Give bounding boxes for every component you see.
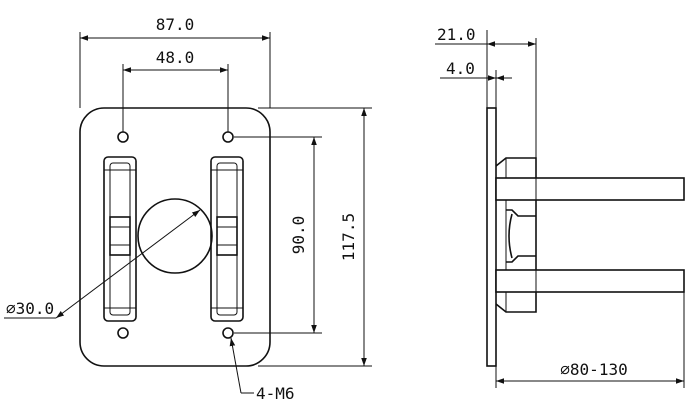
dim-plate-thickness-label: 4.0 — [446, 59, 475, 78]
right-slot — [210, 156, 244, 322]
center-hole — [137, 198, 213, 274]
dim-side-depth: 21.0 — [435, 25, 537, 158]
dim-hole-spacing-y-label: 90.0 — [289, 216, 308, 255]
dim-clamp-range: ∅80-130 — [495, 292, 685, 388]
dim-plate-height-label: 117.5 — [339, 213, 358, 261]
dim-plate-width: 87.0 — [79, 15, 271, 108]
dim-hole-spacing-y: 90.0 — [234, 136, 322, 334]
dim-clamp-range-label: ∅80-130 — [560, 360, 627, 379]
mounting-plate — [79, 107, 271, 367]
screw-holes-label: 4-M6 — [256, 384, 295, 403]
dim-plate-thickness: 4.0 — [440, 59, 512, 108]
dim-plate-height: 117.5 — [258, 107, 372, 367]
side-view: 21.0 4.0 ∅80-130 — [435, 25, 685, 388]
leader-screw-holes: 4-M6 — [229, 337, 295, 403]
leader-center-hole: ∅30.0 — [4, 209, 201, 319]
center-hole-label: ∅30.0 — [6, 299, 54, 318]
dim-hole-spacing-x-label: 48.0 — [156, 48, 195, 67]
dim-side-depth-label: 21.0 — [437, 25, 476, 44]
side-plate — [486, 107, 497, 367]
front-view: 87.0 48.0 90.0 117.5 ∅30.0 — [4, 15, 372, 403]
dim-plate-width-label: 87.0 — [156, 15, 195, 34]
clamp-arms — [495, 177, 685, 293]
dim-hole-spacing-x: 48.0 — [122, 48, 229, 132]
left-slot — [103, 156, 137, 322]
